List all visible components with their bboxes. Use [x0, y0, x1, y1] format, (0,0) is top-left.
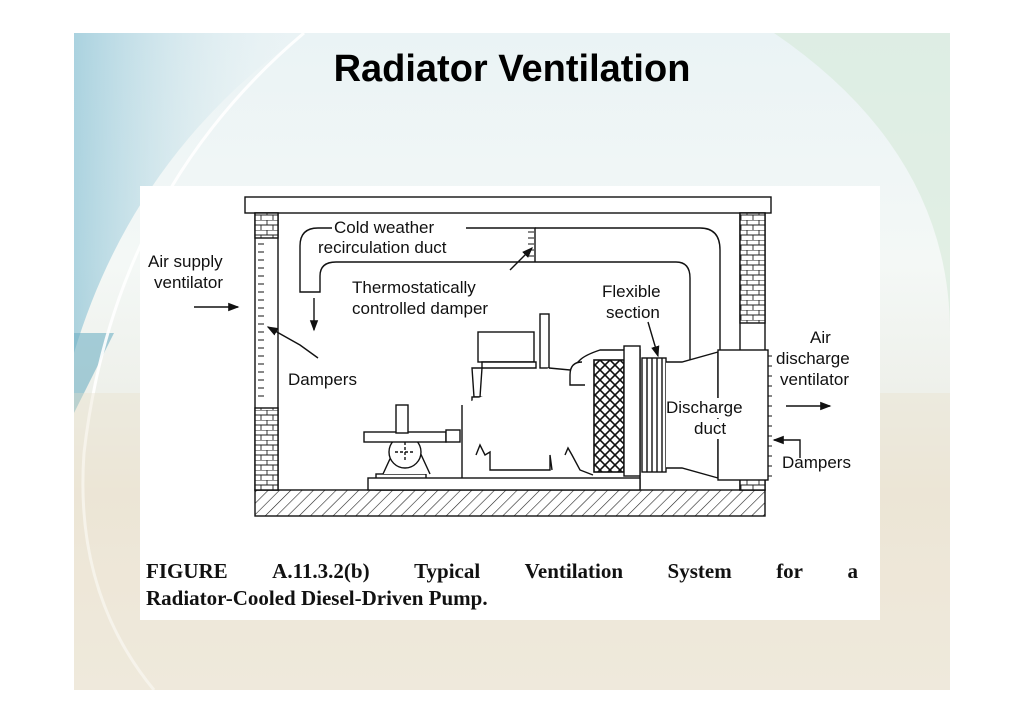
- label-air-supply: Air supply: [148, 252, 223, 271]
- caption-word: Typical: [414, 559, 481, 583]
- left-wall-brick-upper: [254, 212, 279, 239]
- caption-line-1: FIGURE A.11.3.2(b) Typical Ventilation S…: [146, 558, 858, 585]
- right-dampers: [768, 355, 772, 477]
- caption-word: Ventilation: [524, 559, 624, 583]
- right-damper-pointer: [772, 435, 801, 458]
- label-discharge-duct-2: duct: [694, 419, 727, 439]
- thermostatic-damper: [528, 231, 534, 257]
- label-flexible: Flexible: [602, 282, 661, 301]
- label-thermostatically: Thermostatically: [352, 278, 476, 297]
- left-wall-brick-lower: [254, 407, 279, 491]
- caption-word: for: [776, 559, 804, 583]
- caption-word: FIGURE: [146, 559, 228, 583]
- label-cold-weather: Cold weather: [334, 218, 435, 238]
- label-dampers-right: Dampers: [782, 453, 851, 472]
- label-recirculation-duct: recirculation duct: [318, 238, 447, 257]
- recirculation-duct-top-right: [535, 227, 721, 358]
- caption-word: a: [847, 559, 858, 583]
- label-ventilator: ventilator: [154, 273, 223, 292]
- label-dampers-left: Dampers: [288, 370, 357, 389]
- label-discharge: discharge: [776, 349, 850, 368]
- floor-slab: [254, 489, 766, 517]
- label-controlled-damper: controlled damper: [352, 299, 489, 318]
- slide-title: Radiator Ventilation: [333, 48, 691, 90]
- ventilation-figure: Cold weather recirculation duct Air supp…: [140, 186, 880, 620]
- label-discharge-ventilator: ventilator: [780, 370, 849, 389]
- right-wall-brick-upper: [739, 212, 766, 324]
- left-damper-pointer: [266, 326, 319, 359]
- label-air: Air: [810, 328, 831, 347]
- figure-caption: FIGURE A.11.3.2(b) Typical Ventilation S…: [146, 558, 858, 612]
- ventilation-diagram: [194, 196, 832, 517]
- caption-word: System: [667, 559, 732, 583]
- recirculation-duct: [299, 227, 691, 360]
- fire-pump: [363, 404, 641, 491]
- radiator-flange: [623, 345, 641, 477]
- label-section: section: [606, 303, 660, 322]
- thermostatic-pointer: [509, 247, 533, 271]
- label-discharge-duct-1: Discharge: [666, 398, 743, 418]
- caption-line-2: Radiator-Cooled Diesel-Driven Pump.: [146, 586, 488, 610]
- left-dampers: [258, 243, 264, 397]
- radiator-core: [593, 359, 625, 473]
- caption-word: A.11.3.2(b): [272, 559, 370, 583]
- flexible-section: [641, 357, 667, 473]
- roof-slab: [244, 196, 772, 214]
- recirculation-duct-top-left: [466, 227, 536, 262]
- flexible-pointer: [647, 321, 660, 358]
